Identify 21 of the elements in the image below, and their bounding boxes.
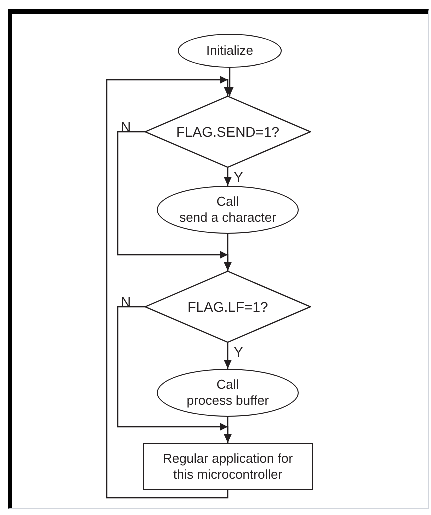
arrow [106,76,232,499]
decision-diamond [145,271,311,343]
process-box [143,443,313,490]
node-text: FLAG.SEND=1? [176,124,280,140]
arrow [224,234,232,271]
node-text: Call [216,377,240,393]
arrow [224,343,232,369]
node-text: Call [216,194,240,210]
decision-diamond [145,96,311,168]
arrow [226,68,234,96]
arrow [224,168,232,186]
node-text: send a character [178,210,278,226]
node-text: process buffer [186,393,270,409]
node-text: Regular application for this microcontroller [162,450,294,482]
edge-label: Y [234,345,244,359]
node-text: Initialize [206,43,254,59]
node-text: FLAG.LF=1? [188,298,268,316]
edge-label: N [121,120,132,134]
arrow [224,417,232,443]
edge-label: N [121,295,132,309]
edge-label: Y [234,170,244,184]
